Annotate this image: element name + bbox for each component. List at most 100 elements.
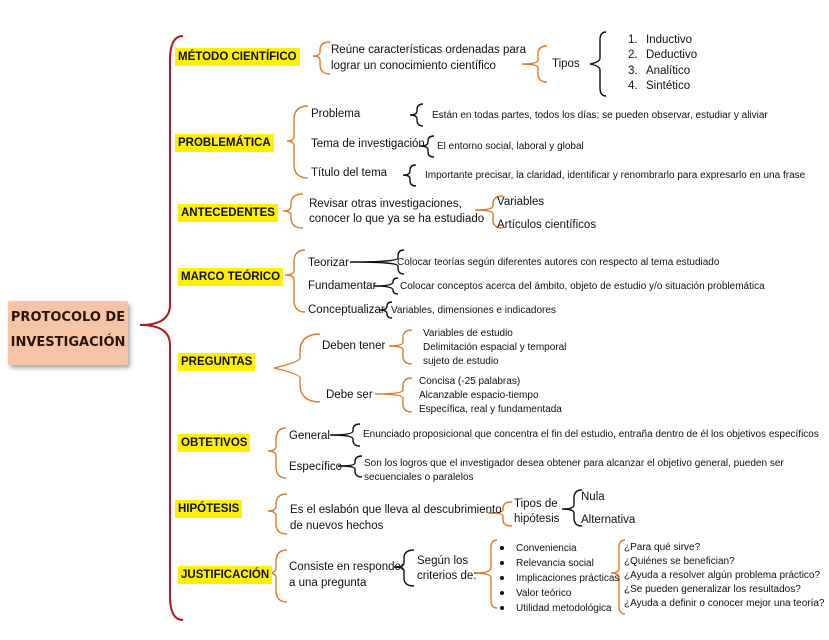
hipotesis-item-nula: Nula bbox=[581, 491, 605, 503]
tipos-num-2: 2. bbox=[628, 49, 638, 61]
tener-item-delimitacion: Delimitación espacial y temporal bbox=[423, 342, 567, 353]
criterio-item-valor: Valor teórico bbox=[516, 588, 572, 599]
marco-label-teorizar: Teorizar bbox=[308, 257, 349, 269]
criterio-item-relevancia: Relevancia social bbox=[516, 558, 594, 569]
heading-antecedentes: ANTECEDENTES bbox=[178, 204, 278, 222]
justificacion-pregunta-4: ¿Se pueden generalizar los resultados? bbox=[624, 584, 801, 595]
bullet bbox=[500, 606, 504, 610]
bracket-criterios bbox=[473, 539, 498, 609]
justificacion-desc-line1: Consiste en responder bbox=[289, 561, 405, 573]
bracket-tipos-hip bbox=[487, 501, 513, 527]
hipotesis-tipos-line2: hipótesis bbox=[514, 513, 560, 525]
justificacion-pregunta-3: ¿Ayuda a resolver algún problema práctic… bbox=[624, 570, 821, 581]
objetivos-general: General bbox=[289, 430, 330, 442]
justificacion-criterios-line2: criterios de: bbox=[417, 570, 477, 582]
heading-marco-teorico: MARCO TEÓRICO bbox=[178, 268, 284, 286]
tener-item-sujeto: sujeto de estudio bbox=[423, 356, 499, 367]
antecedentes-desc-line2: conocer lo que ya se ha estudiado bbox=[309, 213, 485, 225]
bracket-marco bbox=[284, 249, 306, 313]
problematica-label-tema: Tema de investigación bbox=[311, 138, 425, 150]
tener-item-variables: Variables de estudio bbox=[423, 328, 513, 339]
bracket-segun bbox=[393, 549, 415, 587]
criterio-item-conveniencia: Conveniencia bbox=[516, 543, 577, 554]
tipos-num-4: 4. bbox=[628, 80, 638, 92]
antecedentes-item-articulos: Artículos científicos bbox=[497, 219, 597, 231]
bullet bbox=[500, 546, 504, 550]
preguntas-deben-tener: Deben tener bbox=[322, 340, 386, 352]
justificacion-pregunta-1: ¿Para qué sirve? bbox=[624, 542, 701, 553]
metodo-tipos: Tipos bbox=[552, 58, 580, 70]
main-title-line2: INVESTIGACIÓN bbox=[10, 335, 126, 350]
metodo-desc-line2: lograr un conocimiento científico bbox=[331, 60, 496, 72]
criterio-item-utilidad: Utilidad metodológica bbox=[516, 603, 612, 614]
ser-item-alcanzable: Alcanzable espacio-tiempo bbox=[419, 390, 539, 401]
bullet bbox=[500, 561, 504, 565]
bracket-preguntas-just bbox=[610, 539, 626, 615]
bracket-general bbox=[329, 423, 361, 447]
tipos-item-inductivo: Inductivo bbox=[646, 34, 693, 46]
tipos-num-3: 3. bbox=[628, 65, 638, 77]
antecedentes-desc-line1: Revisar otras investigaciones, bbox=[309, 198, 462, 210]
justificacion-desc-line2: a una pregunta bbox=[289, 577, 367, 589]
marco-desc-teorizar: Colocar teorías según diferentes autores… bbox=[397, 257, 720, 268]
bracket-titulo bbox=[402, 164, 417, 187]
problematica-label-titulo: Título del tema bbox=[311, 167, 388, 179]
justificacion-pregunta-5: ¿Ayuda a definir o conocer mejor una teo… bbox=[624, 598, 825, 609]
bracket-fundamentar bbox=[373, 277, 399, 295]
antecedentes-item-variables: Variables bbox=[497, 196, 545, 208]
preguntas-debe-ser: Debe ser bbox=[326, 389, 373, 401]
heading-justificacion: JUSTIFICACIÓN bbox=[178, 566, 273, 584]
bracket-tener bbox=[388, 329, 413, 365]
problematica-desc-tema: El entorno social, laboral y global bbox=[437, 141, 584, 152]
hipotesis-desc-line1: Es el eslabón que lleva al descubrimient… bbox=[290, 504, 502, 516]
heading-problematica: PROBLEMÁTICA bbox=[175, 134, 274, 152]
bracket-teorizar bbox=[349, 249, 405, 275]
tipos-item-sintetico: Sintético bbox=[646, 80, 691, 92]
marco-label-fundamentar: Fundamentar bbox=[308, 280, 377, 292]
main-title-line1: PROTOCOLO DE bbox=[10, 310, 126, 325]
ser-item-concisa: Concisa (-25 palabras) bbox=[419, 376, 521, 387]
hipotesis-desc-line2: de nuevos hechos bbox=[290, 520, 384, 532]
heading-metodo: MÉTODO CIENTÍFICO bbox=[175, 48, 300, 66]
bracket-ant-items bbox=[474, 195, 504, 229]
tipos-item-analitico: Analítico bbox=[646, 65, 691, 77]
bracket-hipotesis bbox=[267, 493, 288, 535]
justificacion-pregunta-2: ¿Quiénes se benefician? bbox=[624, 556, 735, 567]
bracket-problematica bbox=[286, 105, 309, 179]
bracket-ser bbox=[374, 377, 413, 413]
bracket-antecedentes bbox=[282, 193, 304, 229]
criterio-item-implicaciones: Implicaciones prácticas bbox=[516, 573, 620, 584]
objetivos-especifico: Específico bbox=[289, 461, 343, 473]
bullet bbox=[500, 591, 504, 595]
main-bracket bbox=[139, 35, 184, 621]
bracket-hip-items bbox=[561, 489, 583, 527]
bracket-especifico bbox=[337, 455, 363, 478]
objetivos-especifico-desc-line2: secuenciales o paralelos bbox=[364, 472, 474, 483]
bracket-conceptualizar bbox=[379, 301, 393, 319]
tipos-num-1: 1. bbox=[628, 34, 638, 46]
objetivos-general-desc: Enunciado proposicional que concentra el… bbox=[363, 429, 819, 440]
bullet bbox=[500, 576, 504, 580]
marco-desc-fundamentar: Colocar conceptos acerca del ámbito, obj… bbox=[400, 281, 765, 292]
problematica-desc-titulo: Importante precisar, la claridad, identi… bbox=[425, 170, 806, 181]
justificacion-criterios-line1: Según los bbox=[417, 555, 469, 567]
bracket-metodo bbox=[312, 41, 331, 75]
hipotesis-item-alternativa: Alternativa bbox=[581, 514, 636, 526]
main-title-box: PROTOCOLO DE INVESTIGACIÓN bbox=[8, 301, 128, 365]
tipos-item-deductivo: Deductivo bbox=[646, 49, 698, 61]
bracket-objetivos bbox=[267, 427, 287, 479]
heading-objetivos: OBTETIVOS bbox=[178, 434, 251, 452]
bracket-tipos bbox=[521, 45, 548, 83]
bracket-preguntas bbox=[273, 333, 321, 403]
bracket-tipos-list bbox=[589, 31, 607, 97]
heading-hipotesis: HIPÓTESIS bbox=[175, 500, 243, 518]
metodo-desc-line1: Reúne características ordenadas para bbox=[331, 44, 526, 56]
marco-label-conceptualizar: Conceptualizar bbox=[308, 304, 385, 316]
problematica-label-problema: Problema bbox=[311, 108, 361, 120]
bracket-tema bbox=[419, 135, 435, 158]
objetivos-especifico-desc-line1: Son los logros que el investigador desea… bbox=[364, 458, 784, 469]
ser-item-especifica: Específica, real y fundamentada bbox=[419, 404, 562, 415]
heading-preguntas: PREGUNTAS bbox=[178, 353, 256, 371]
bracket-problema bbox=[409, 103, 424, 127]
problematica-desc-problema: Están en todas partes, todos los días; s… bbox=[432, 110, 768, 121]
